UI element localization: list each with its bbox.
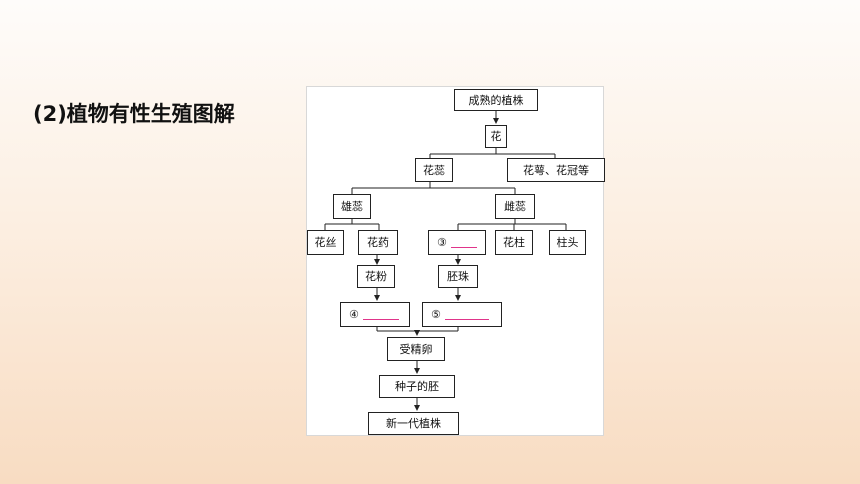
answer-blank-3 (450, 237, 477, 248)
node-filament: 花丝 (307, 230, 344, 255)
blank-5-label: ⑤ (431, 308, 441, 321)
answer-blank-5 (444, 309, 489, 320)
node-embryo: 种子的胚 (379, 375, 455, 398)
node-flower: 花 (485, 125, 507, 148)
node-stamen: 雄蕊 (333, 194, 371, 219)
node-pistil: 雌蕊 (495, 194, 535, 219)
answer-blank-4 (362, 309, 399, 320)
node-new-plant: 新一代植株 (368, 412, 459, 435)
node-sepals-petals: 花萼、花冠等 (507, 158, 605, 182)
node-style: 花柱 (495, 230, 533, 255)
connector-lines (324, 111, 567, 411)
node-stigma: 柱头 (549, 230, 586, 255)
blank-4-label: ④ (349, 308, 359, 321)
node-blank-3: ③ (428, 230, 486, 255)
blank-3-label: ③ (437, 236, 447, 249)
section-heading: (2)植物有性生殖图解 (33, 102, 235, 126)
node-anther: 花药 (358, 230, 398, 255)
node-stamens-pistils: 花蕊 (415, 158, 453, 182)
reproduction-flowchart: 成熟的植株 花 花蕊 花萼、花冠等 雄蕊 雌蕊 花丝 花药 ③ 花柱 柱头 花粉… (306, 86, 605, 436)
node-mature-plant: 成熟的植株 (454, 89, 538, 111)
node-blank-4: ④ (340, 302, 410, 327)
node-fertilized-egg: 受精卵 (387, 337, 445, 361)
node-blank-5: ⑤ (422, 302, 502, 327)
node-pollen: 花粉 (357, 265, 395, 288)
node-ovule: 胚珠 (438, 265, 478, 288)
